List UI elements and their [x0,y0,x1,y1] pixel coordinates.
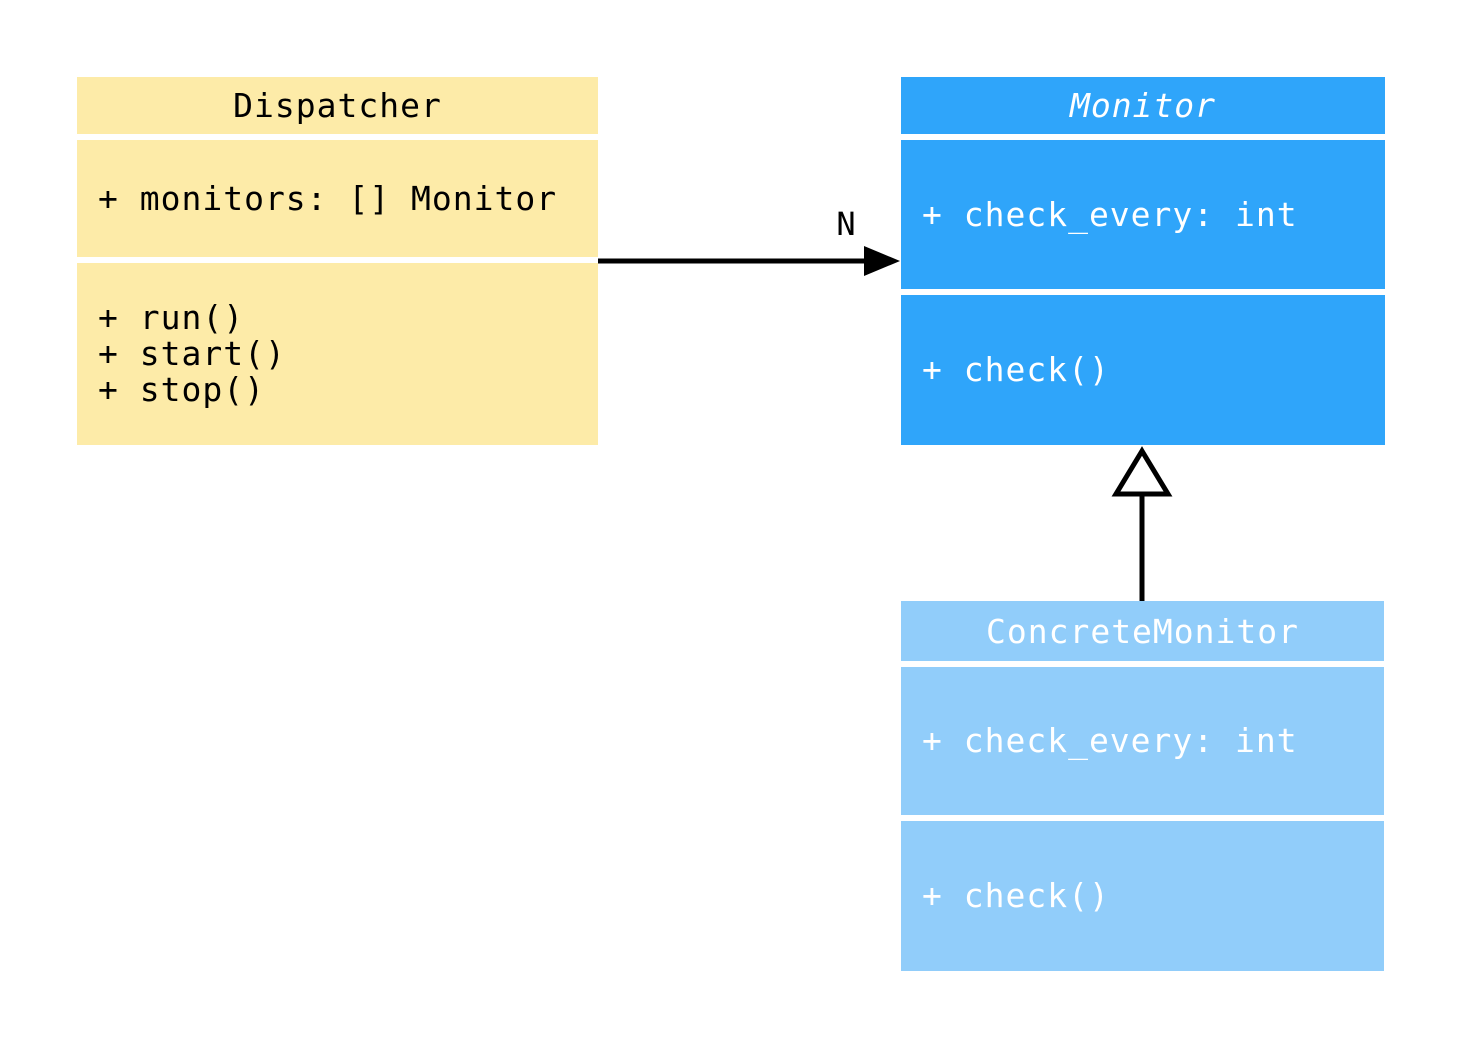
attribute-monitors: + monitors: [] Monitor [98,178,558,218]
attribute-check-every: + check_every: int [922,721,1298,760]
method-check: + check() [922,350,1110,389]
class-name-monitor: Monitor [901,77,1385,134]
attributes-section-concrete-monitor: + check_every: int [901,667,1384,815]
method-run: + run() [98,298,245,337]
attribute-check-every: + check_every: int [922,194,1298,234]
attributes-section-monitor: + check_every: int [901,140,1385,289]
hollow-triangle-arrowhead-icon [1111,446,1173,497]
class-name-dispatcher: Dispatcher [77,77,598,134]
class-box-dispatcher: Dispatcher + monitors: [] Monitor + run(… [77,77,598,445]
class-box-concrete-monitor: ConcreteMonitor + check_every: int + che… [901,601,1384,971]
methods-section-concrete-monitor: + check() [901,821,1384,971]
methods-section-dispatcher: + run() + start() + stop() [77,263,598,445]
class-box-monitor: Monitor + check_every: int + check() [901,77,1385,445]
class-name-concrete-monitor: ConcreteMonitor [901,601,1384,661]
method-start: + start() [98,334,286,373]
filled-arrowhead-icon [864,246,900,276]
multiplicity-label: N [836,205,856,243]
attributes-section-dispatcher: + monitors: [] Monitor [77,140,598,257]
method-check: + check() [922,876,1110,915]
method-stop: + stop() [98,370,265,409]
methods-section-monitor: + check() [901,295,1385,445]
